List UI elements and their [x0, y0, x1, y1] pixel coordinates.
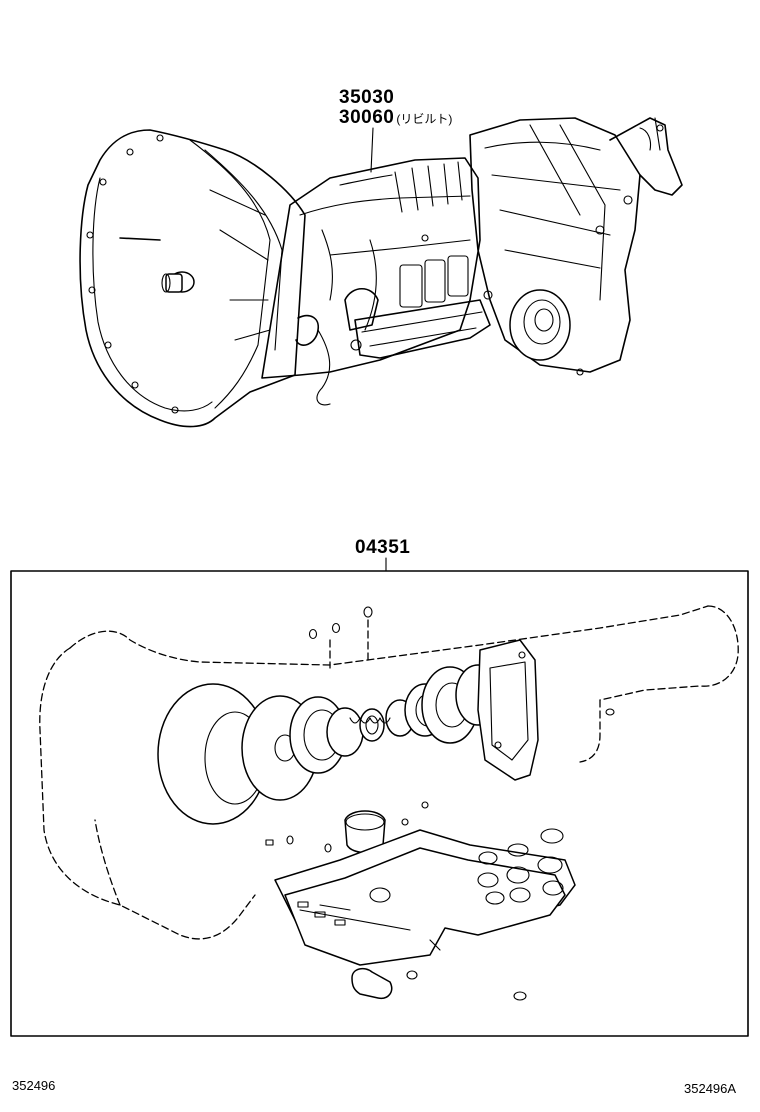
- gasket-kit-illustration: [39, 605, 739, 1001]
- part-number-04351: 04351: [355, 537, 411, 558]
- gasket-kit-frame: [10, 570, 749, 1037]
- part-number-30060-code: 30060: [339, 107, 395, 128]
- leader-line-assembly: [370, 127, 374, 173]
- figure-id-left: 352496: [12, 1078, 56, 1093]
- part-number-35030: 35030: [339, 87, 395, 108]
- transmission-assembly-illustration: [79, 117, 683, 428]
- figure-id-right: 352496A: [684, 1081, 737, 1096]
- part-number-30060: 30060(リビルト): [339, 107, 452, 129]
- rebuilt-note: (リビルト): [396, 112, 453, 126]
